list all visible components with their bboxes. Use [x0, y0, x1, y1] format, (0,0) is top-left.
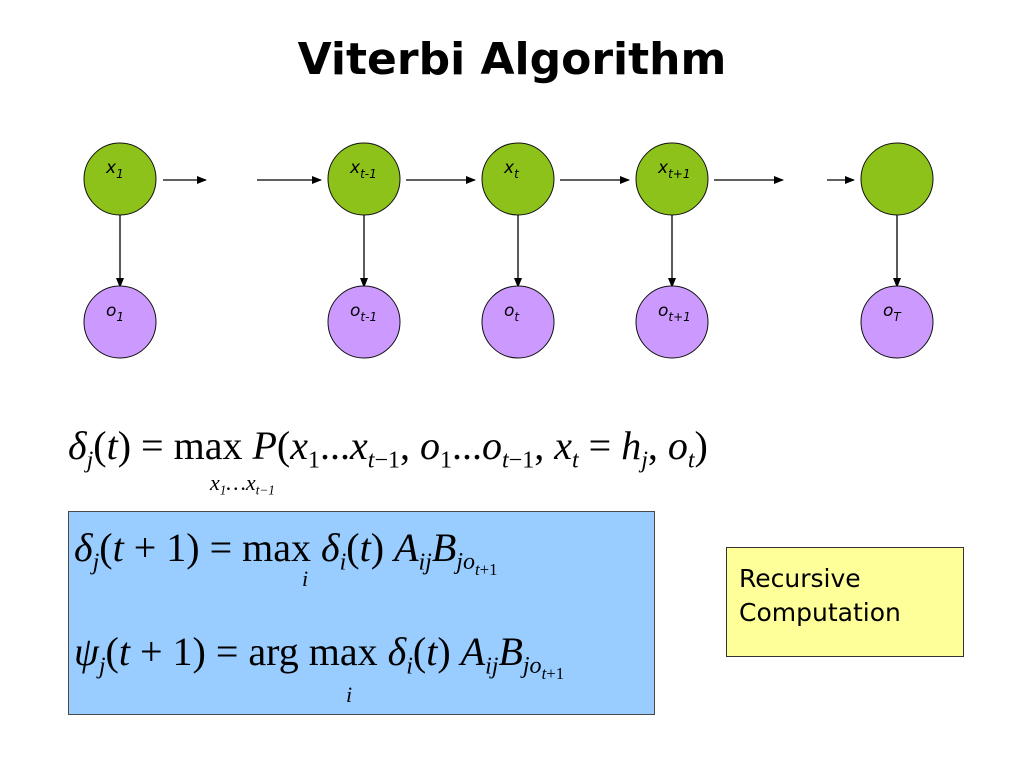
observed-node-ot-1: ot-1 — [327, 285, 401, 359]
hidden-node-xt-1: xt-1 — [327, 142, 401, 216]
slide-title: Viterbi Algorithm — [297, 34, 727, 85]
hidden-node-xt+1: xt+1 — [635, 142, 709, 216]
hidden-circle — [327, 142, 401, 216]
observed-circle — [860, 285, 934, 359]
observed-circle — [327, 285, 401, 359]
observed-node-ot: ot — [481, 285, 555, 359]
note-line-2: Computation — [739, 598, 901, 627]
psi-recursion-equation: ψj(t + 1) = arg max δi(t) AijBjot+1 — [74, 629, 565, 684]
note-line-1: Recursive — [739, 564, 861, 593]
hidden-node-xt: xt — [481, 142, 555, 216]
observed-node-oT: oT — [860, 285, 934, 359]
emission-edges — [116, 213, 901, 288]
delta-recursion-equation: δj(t + 1) = max δi(t) AijBjot+1 — [74, 525, 498, 580]
observation-nodes: o1 ot-1 ot ot+1 oT — [83, 285, 934, 359]
observed-circle — [635, 285, 709, 359]
recursion-box — [68, 511, 655, 715]
observed-node-ot+1: ot+1 — [635, 285, 709, 359]
hidden-label: xt-1 — [349, 158, 377, 181]
observed-label: o1 — [106, 301, 124, 324]
delta-max-subscript: i — [302, 566, 309, 591]
delta-definition-equation: δj(t) = max P(x1...xt−1, o1...ot−1, xt =… — [68, 423, 708, 474]
hidden-circle — [481, 142, 555, 216]
recursive-computation-note: Recursive Computation — [726, 547, 964, 657]
hidden-circle — [860, 142, 934, 216]
observed-circle — [481, 285, 555, 359]
hidden-circle — [83, 142, 157, 216]
hidden-label: xt — [503, 158, 520, 181]
hidden-node-xT — [860, 142, 934, 216]
observed-circle — [83, 285, 157, 359]
observed-label: ot+1 — [658, 301, 691, 324]
observed-label: oT — [883, 301, 902, 324]
hidden-label: x1 — [105, 158, 124, 181]
max-subscript-range: x1…xt−1 — [210, 470, 275, 498]
hidden-node-x1: x1 — [83, 142, 157, 216]
observed-label: ot — [504, 301, 520, 324]
hidden-circle — [635, 142, 709, 216]
observed-label: ot-1 — [350, 301, 377, 324]
hidden-state-nodes: x1 xt-1 xt xt+1 — [83, 142, 934, 216]
psi-max-subscript: i — [346, 682, 353, 707]
hidden-label: xt+1 — [657, 158, 690, 181]
observed-node-o1: o1 — [83, 285, 157, 359]
